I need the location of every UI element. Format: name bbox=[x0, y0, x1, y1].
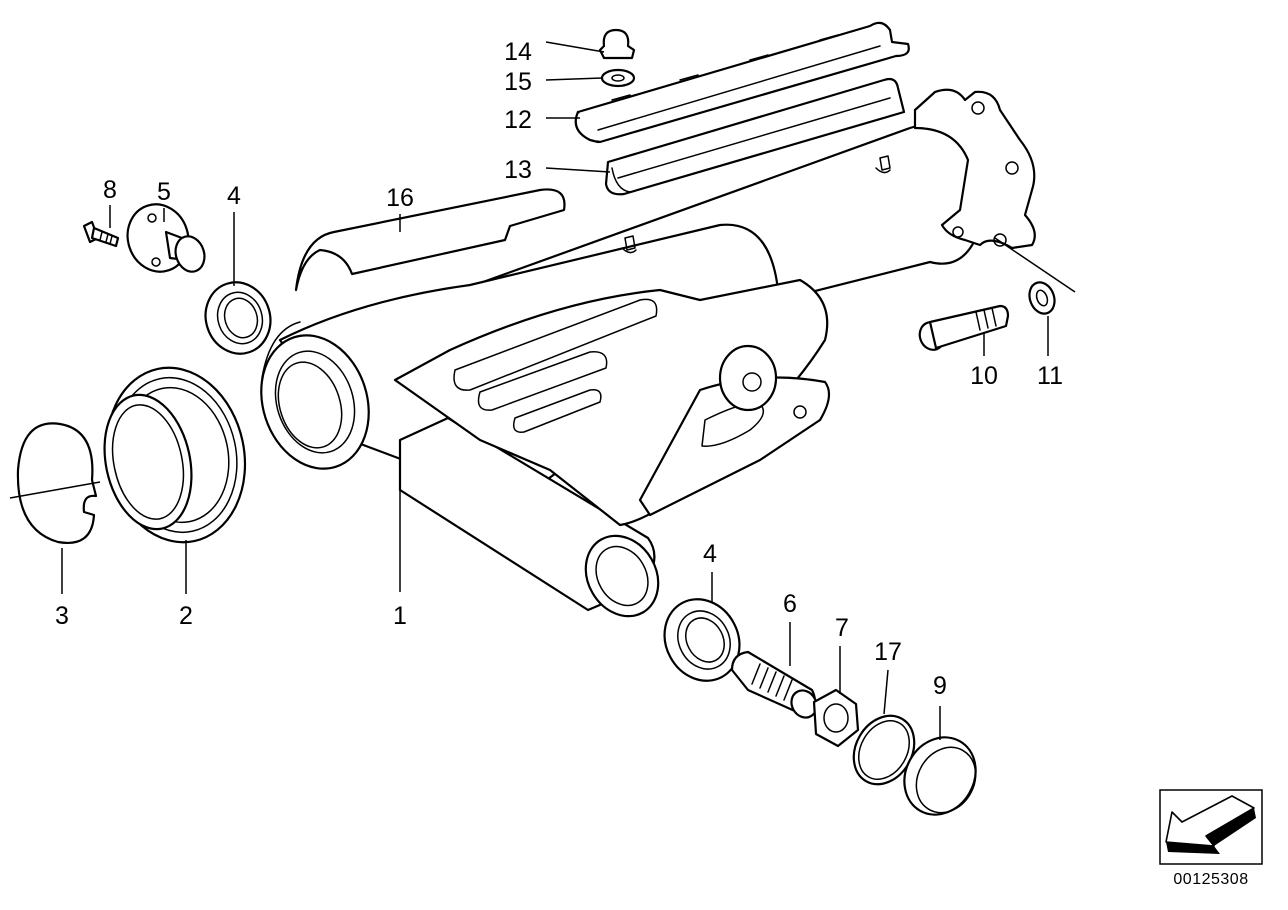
direction-arrow-icon bbox=[1165, 795, 1255, 847]
leader-lines bbox=[9, 41, 1076, 740]
callout-17: 17 bbox=[874, 638, 902, 666]
diagram-reference-number: 00125308 bbox=[1173, 871, 1248, 888]
bracket-rail-part bbox=[574, 21, 910, 144]
washer-small-part bbox=[600, 68, 636, 88]
callout-12: 12 bbox=[504, 106, 532, 134]
threaded-pin-part bbox=[730, 650, 818, 719]
cover-cap-part bbox=[903, 736, 977, 816]
bolt-small-part bbox=[82, 220, 120, 248]
ball-bearing-upper-part bbox=[204, 281, 272, 355]
callout-3: 3 bbox=[55, 602, 69, 630]
callout-13: 13 bbox=[504, 156, 532, 184]
channel-strip-part bbox=[604, 77, 906, 196]
callout-1: 1 bbox=[393, 602, 407, 630]
callout-6: 6 bbox=[783, 590, 797, 618]
callout-14: 14 bbox=[504, 38, 532, 66]
cover-shield-part bbox=[294, 188, 566, 292]
rubber-boot-part bbox=[103, 366, 247, 544]
pivot-pin-part bbox=[126, 203, 206, 273]
callout-16: 16 bbox=[386, 184, 414, 212]
callout-4-lower: 4 bbox=[703, 540, 717, 568]
callout-8: 8 bbox=[103, 176, 117, 204]
callout-2: 2 bbox=[179, 602, 193, 630]
orientation-box bbox=[1159, 789, 1263, 865]
callout-15: 15 bbox=[504, 68, 532, 96]
callout-labels: 1 2 3 4 5 8 16 14 15 12 13 10 11 4 6 7 1… bbox=[55, 38, 1063, 700]
hex-nut-part bbox=[812, 688, 860, 748]
callout-10: 10 bbox=[970, 362, 998, 390]
callout-4-upper: 4 bbox=[227, 182, 241, 210]
cap-nut-part bbox=[598, 28, 636, 60]
ball-bearing-lower-part bbox=[663, 598, 741, 682]
callout-9: 9 bbox=[933, 672, 947, 700]
washer-right-part bbox=[1028, 281, 1056, 315]
swing-arm-part bbox=[260, 88, 1036, 618]
callout-7: 7 bbox=[835, 614, 849, 642]
callout-11: 11 bbox=[1037, 362, 1063, 390]
socket-bolt-part bbox=[918, 304, 1010, 351]
callout-5: 5 bbox=[157, 178, 171, 206]
o-ring-part bbox=[852, 714, 916, 786]
circlip-part bbox=[16, 422, 98, 544]
